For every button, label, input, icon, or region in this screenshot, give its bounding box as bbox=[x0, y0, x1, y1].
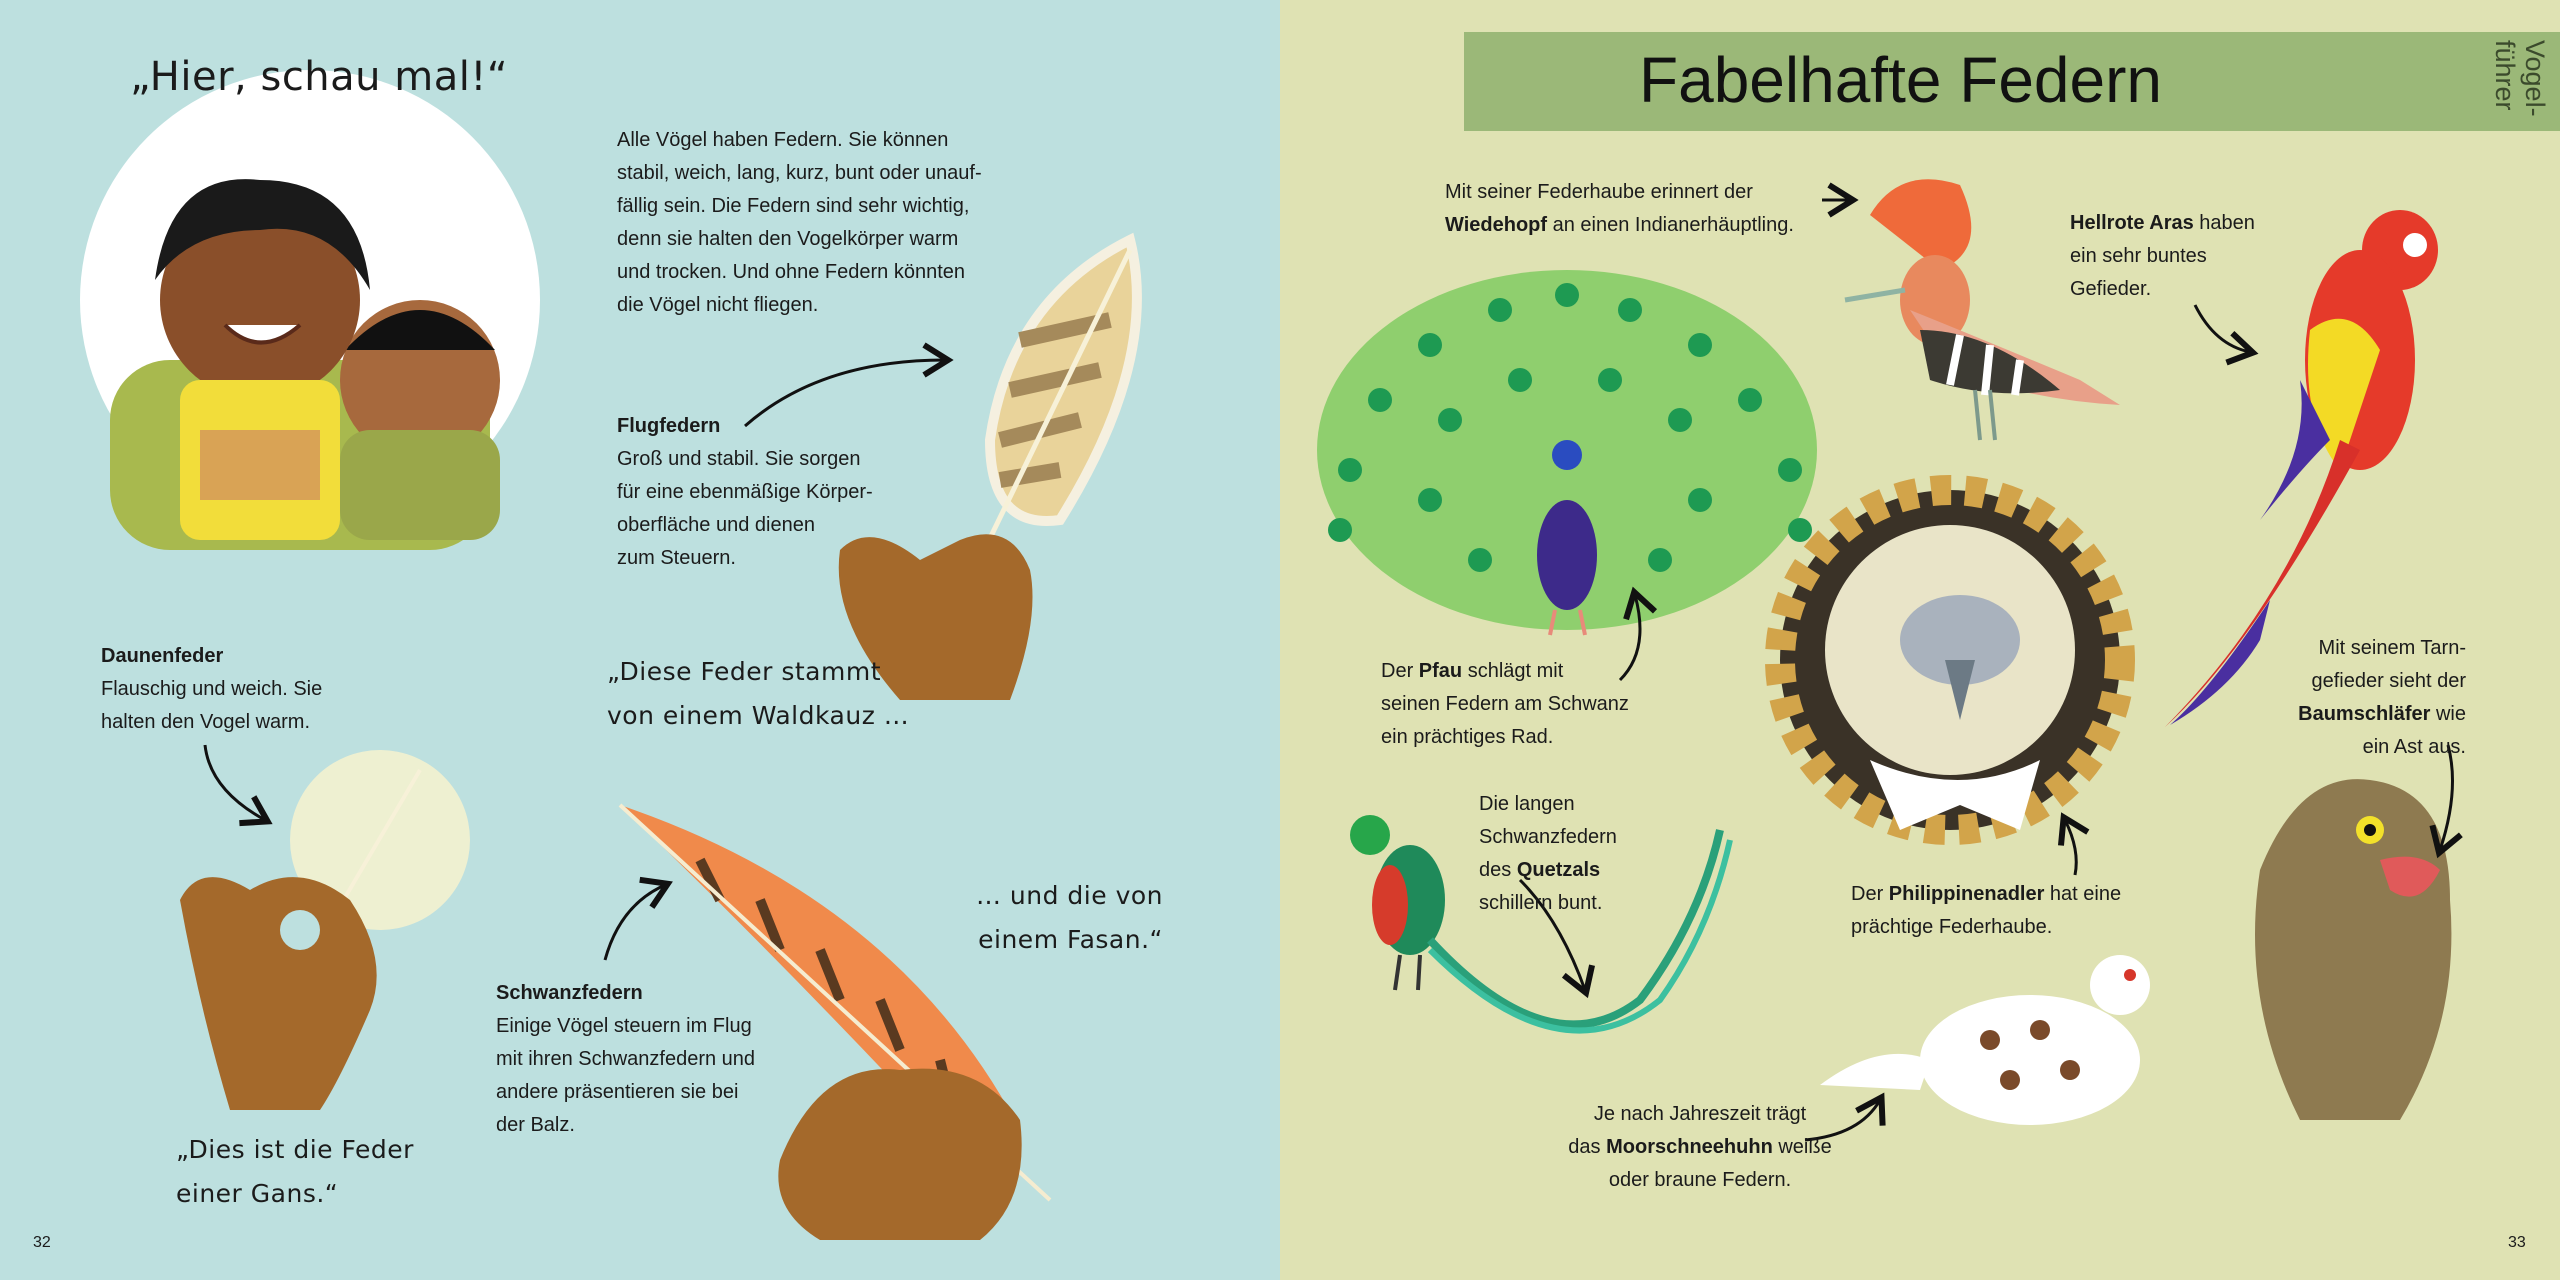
quetzal-text-pre: Die langen Schwanzfedern des bbox=[1479, 793, 1617, 881]
ptarmigan-illustration bbox=[1820, 955, 2150, 1125]
macaw-text: haben ein sehr buntes Gefieder. bbox=[2070, 212, 2255, 300]
frogmouth-text-pre: Mit seinem Tarn- gefieder sieht der bbox=[2311, 637, 2466, 692]
frogmouth-illustration bbox=[2255, 779, 2452, 1120]
left-arrows bbox=[203, 342, 954, 961]
frogmouth-name: Baumschläfer bbox=[2298, 703, 2431, 725]
macaw-illustration bbox=[2165, 210, 2438, 727]
page-heading: „Hier, schau mal!“ bbox=[130, 54, 509, 100]
frogmouth-text-post: wie ein Ast aus. bbox=[2362, 703, 2466, 758]
page-title: Fabelhafte Federn bbox=[1639, 44, 2162, 116]
quetzal-illustration bbox=[1350, 815, 1733, 1034]
hoopoe-text-pre: Mit seiner Federhaube erinnert der bbox=[1445, 181, 1753, 203]
macaw-caption: Hellrote Aras haben ein sehr buntes Gefi… bbox=[2070, 207, 2255, 306]
peacock-text-post: schlägt mit seinen Federn am Schwanz ein… bbox=[1381, 660, 1629, 748]
page-number-left: 32 bbox=[33, 1234, 51, 1251]
quetzal-caption: Die langen Schwanzfedern des Quetzals sc… bbox=[1479, 788, 1617, 920]
ptarmigan-name: Moorschneehuhn bbox=[1606, 1136, 1773, 1158]
hoopoe-illustration bbox=[1844, 179, 2120, 441]
flight-feathers-text: Groß und stabil. Sie sorgen für eine ebe… bbox=[617, 448, 873, 569]
peacock-caption: Der Pfau schlägt mit seinen Federn am Sc… bbox=[1381, 655, 1629, 754]
owl-quote: „Diese Feder stammt von einem Waldkauz … bbox=[607, 657, 910, 730]
frogmouth-caption: Mit seinem Tarn- gefieder sieht der Baum… bbox=[2298, 632, 2466, 764]
section-tab: Vogel- führer bbox=[2490, 40, 2550, 117]
hoopoe-text-post: an einen Indianerhäuptling. bbox=[1547, 214, 1794, 236]
eagle-caption: Der Philippinenadler hat eine prächtige … bbox=[1851, 878, 2121, 944]
hoopoe-name: Wiedehopf bbox=[1445, 214, 1548, 236]
macaw-name: Hellrote Aras bbox=[2070, 212, 2194, 234]
quetzal-name: Quetzals bbox=[1516, 859, 1601, 881]
down-feather-text: Flauschig und weich. Sie halten den Voge… bbox=[101, 678, 323, 733]
pheasant-quote: … und die von einem Fasan.“ bbox=[975, 881, 1163, 954]
philippine-eagle-illustration bbox=[1765, 475, 2135, 845]
eagle-name: Philippinenadler bbox=[1888, 883, 2045, 905]
ptarmigan-text-post: weiße oder braune Federn. bbox=[1608, 1136, 1832, 1191]
flight-feathers-title: Flugfedern bbox=[617, 415, 721, 437]
intro-paragraph: Alle Vögel haben Federn. Sie können stab… bbox=[617, 129, 982, 316]
quetzal-text-post: schillern bunt. bbox=[1479, 892, 1603, 914]
down-feather-title: Daunenfeder bbox=[101, 645, 224, 667]
eagle-text-post: hat eine prächtige Federhaube. bbox=[1851, 883, 2122, 938]
ptarmigan-text-pre: Je nach Jahreszeit trägt das bbox=[1568, 1103, 1807, 1158]
goose-quote: „Dies ist die Feder einer Gans.“ bbox=[176, 1135, 414, 1208]
right-arrows bbox=[1518, 200, 2463, 1142]
eagle-text-pre: Der bbox=[1851, 883, 1889, 905]
down-feather-illustration bbox=[180, 750, 470, 1110]
tail-feathers-title: Schwanzfedern bbox=[496, 982, 643, 1004]
peacock-illustration bbox=[1317, 270, 1817, 636]
ptarmigan-caption: Je nach Jahreszeit trägt das Moorschneeh… bbox=[1560, 1098, 1840, 1197]
title-banner: Fabelhafte Federn Vogel- führer bbox=[1464, 32, 2560, 131]
children-illustration bbox=[80, 70, 540, 550]
peacock-name: Pfau bbox=[1418, 660, 1463, 682]
owl-feather-illustration bbox=[838, 232, 1142, 700]
pheasant-feather-illustration bbox=[618, 803, 1052, 1240]
tail-feathers-text: Einige Vögel steuern im Flug mit ihren S… bbox=[496, 1015, 756, 1136]
peacock-text-pre: Der bbox=[1381, 660, 1419, 682]
page-number-right: 33 bbox=[2508, 1234, 2526, 1251]
